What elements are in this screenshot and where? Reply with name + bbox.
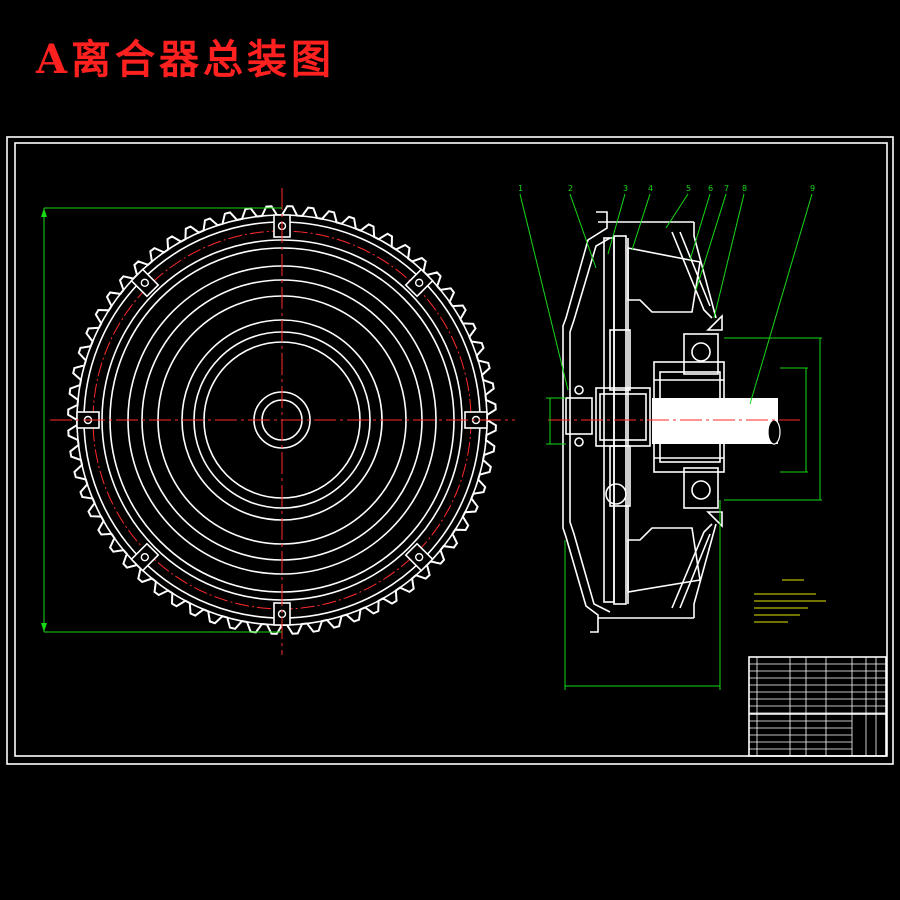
title-block (748, 656, 887, 757)
front-view (41, 188, 515, 655)
part-leaders (519, 193, 813, 405)
section-dimensions (546, 337, 822, 690)
balloon-label: 9 (810, 184, 815, 193)
mounting-lug (130, 268, 160, 298)
section-view: 1 2 3 4 5 6 7 8 9 (518, 184, 822, 690)
balloon-label: 2 (568, 184, 573, 193)
diaphragm-spring-upper (671, 231, 713, 319)
pilot-bearing (565, 397, 593, 435)
mounting-lug (130, 542, 160, 572)
input-shaft (652, 398, 778, 444)
mounting-lug (404, 268, 434, 298)
balloon-label: 5 (686, 184, 691, 193)
outer-diameter-dimension (41, 207, 282, 633)
release-bearing-lower (683, 467, 719, 509)
balloon-label: 4 (648, 184, 653, 193)
balloon-label: 7 (724, 184, 729, 193)
pressure-plate-upper (627, 247, 701, 313)
mounting-lug (404, 542, 434, 572)
release-bearing-upper (683, 333, 719, 375)
part-balloons: 1 2 3 4 5 6 7 8 9 (518, 184, 815, 193)
balloon-label: 3 (623, 184, 628, 193)
pressure-plate-lower (627, 527, 701, 593)
balloon-label: 6 (708, 184, 713, 193)
balloon-label: 1 (518, 184, 523, 193)
drawing-title: A离合器总装图 (36, 36, 336, 83)
mounting-lugs (76, 214, 488, 626)
outer-frame (6, 136, 894, 765)
balloon-label: 8 (742, 184, 747, 193)
technical-requirements (754, 579, 826, 623)
inner-frame (14, 142, 888, 757)
diaphragm-spring-lower (671, 523, 713, 609)
